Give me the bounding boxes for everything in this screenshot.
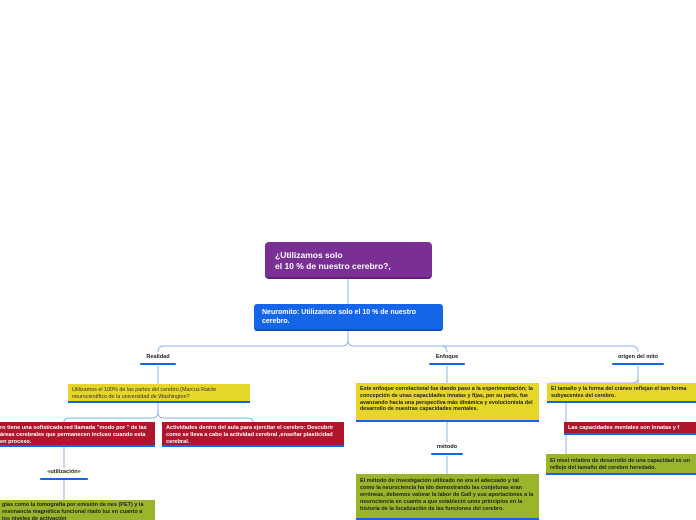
sub-label-metodo[interactable]: método xyxy=(431,444,463,455)
realidad-note-text: Utilizamos el 100% de las partes del cer… xyxy=(72,387,217,400)
branch-label-enfoque[interactable]: Enfoque xyxy=(429,354,465,365)
root-title-line2: el 10 % de nuestro cerebro?, xyxy=(275,260,391,271)
connector-main-branches xyxy=(157,331,639,353)
main-topic[interactable]: Neuromito: Utilizamos solo el 10 % de nu… xyxy=(254,304,443,331)
realidad-red-left[interactable]: ro tiene una sofisticada red llamada "mo… xyxy=(0,422,155,447)
origen-green-text: El nivel relativo de desarrollo de una c… xyxy=(550,458,690,471)
realidad-red-right-text: Actividades dentro del aula para ejercit… xyxy=(166,425,334,445)
enfoque-green[interactable]: El método de investigación utilizado no … xyxy=(356,474,539,520)
origen-green[interactable]: El nivel relativo de desarrollo de una c… xyxy=(546,454,696,475)
root-topic[interactable]: ¿Utilizamos solo el 10 % de nuestro cere… xyxy=(265,242,432,279)
enfoque-green-text: El método de investigación utilizado no … xyxy=(360,478,534,512)
enfoque-note[interactable]: Este enfoque correlacional fue dando pas… xyxy=(356,383,539,422)
enfoque-note-text: Este enfoque correlacional fue dando pas… xyxy=(360,386,533,413)
origen-note-text: El tamaño y la forma del cráneo reflejan… xyxy=(551,386,687,399)
root-title-line1: ¿Utilizamos solo xyxy=(275,250,343,260)
realidad-green-text: gías como la tomografía por emisión de n… xyxy=(2,502,144,520)
origen-note[interactable]: El tamaño y la forma del cráneo reflejan… xyxy=(547,383,696,403)
main-topic-text: Neuromito: Utilizamos solo el 10 % de nu… xyxy=(262,309,417,325)
origen-red[interactable]: Las capacidades mentales son innatas y f xyxy=(564,422,696,435)
branch-label-realidad[interactable]: Realidad xyxy=(140,354,176,365)
realidad-red-left-text: ro tiene una sofisticada red llamada "mo… xyxy=(0,425,147,445)
sub-label-utilizacion[interactable]: «utilización» xyxy=(40,469,88,480)
realidad-green[interactable]: gías como la tomografía por emisión de n… xyxy=(0,500,155,520)
origen-red-text: Las capacidades mentales son innatas y f xyxy=(568,425,680,431)
connector-note-reds xyxy=(63,402,254,423)
realidad-red-right[interactable]: Actividades dentro del aula para ejercit… xyxy=(162,422,344,447)
realidad-note[interactable]: Utilizamos el 100% de las partes del cer… xyxy=(68,384,250,403)
branch-label-origen[interactable]: origen del mito xyxy=(612,354,664,365)
